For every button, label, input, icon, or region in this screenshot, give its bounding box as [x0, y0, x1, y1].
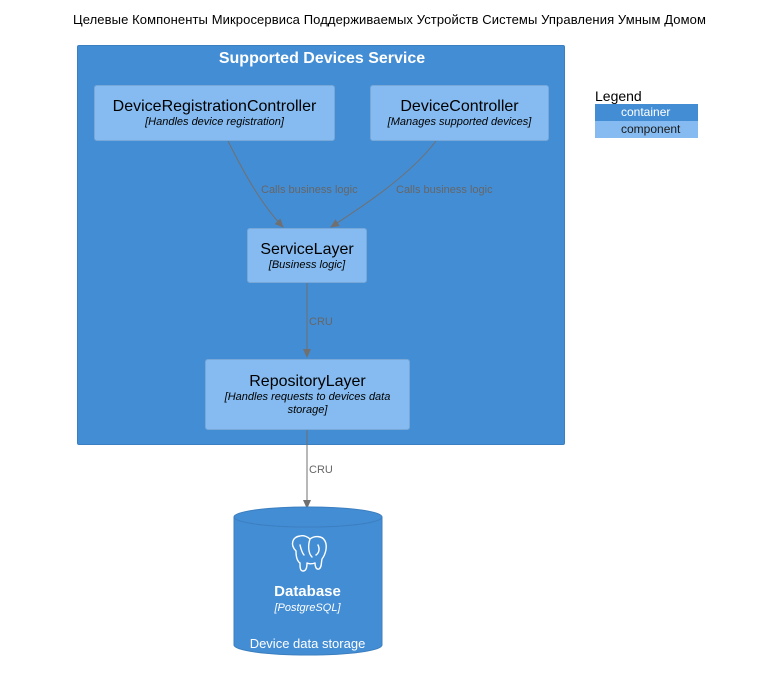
- database-cylinder[interactable]: [230, 505, 386, 661]
- component-technology: [Handles device registration]: [145, 116, 284, 128]
- component-technology: [Handles requests to devices data: [224, 391, 391, 403]
- database-name: Database: [274, 583, 341, 600]
- diagram-title: Целевые Компоненты Микросервиса Поддержи…: [72, 12, 706, 27]
- component-device-controller[interactable]: DeviceController [Manages supported devi…: [370, 85, 549, 141]
- component-technology: [Manages supported devices]: [387, 116, 532, 128]
- component-technology: storage]: [287, 404, 328, 416]
- component-technology: [Business logic]: [268, 259, 346, 271]
- edge-label-repository-database: CRU: [309, 464, 333, 476]
- legend-title: Legend: [595, 88, 642, 104]
- component-name: DeviceRegistrationController: [112, 98, 317, 115]
- edge-label-controller: Calls business logic: [396, 184, 493, 196]
- edge-controller-to-service: [330, 140, 437, 228]
- postgresql-elephant-icon: [291, 535, 327, 572]
- legend-item-component: component: [595, 121, 698, 138]
- edge-label-service-repository: CRU: [309, 316, 333, 328]
- component-name: RepositoryLayer: [249, 373, 366, 390]
- component-repository-layer[interactable]: RepositoryLayer [Handles requests to dev…: [205, 359, 410, 430]
- service-boundary-label: Supported Devices Service: [218, 50, 426, 67]
- component-name: DeviceController: [400, 98, 519, 115]
- database-description: Device data storage: [249, 636, 366, 651]
- edge-registration-to-service: [227, 140, 284, 228]
- component-name: ServiceLayer: [260, 241, 354, 258]
- component-service-layer[interactable]: ServiceLayer [Business logic]: [247, 228, 367, 283]
- database-technology: [PostgreSQL]: [274, 602, 341, 614]
- component-device-registration-controller[interactable]: DeviceRegistrationController [Handles de…: [94, 85, 335, 141]
- legend-item-container: container: [595, 104, 698, 121]
- edge-label-registration: Calls business logic: [261, 184, 358, 196]
